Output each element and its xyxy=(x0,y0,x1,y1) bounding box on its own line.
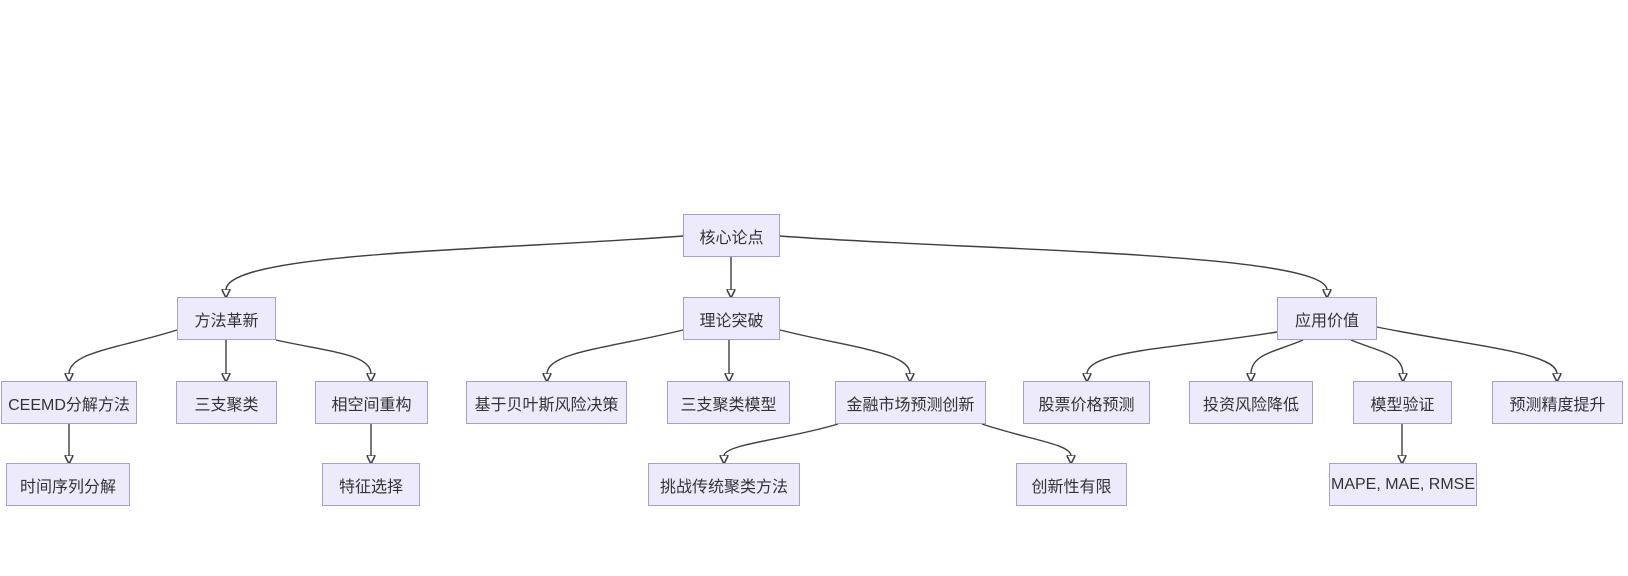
node-ceemd-decomposition-method: CEEMD分解方法 xyxy=(1,381,137,424)
node-three-way-clustering-model: 三支聚类模型 xyxy=(667,381,790,424)
edge-method-to-phase xyxy=(275,339,371,374)
node-three-way-clustering: 三支聚类 xyxy=(176,381,277,424)
edge-application-to-precision xyxy=(1376,326,1557,374)
node-feature-selection: 特征选择 xyxy=(322,463,420,506)
edge-theory-to-bayes xyxy=(547,329,684,374)
edge-application-to-risk xyxy=(1251,339,1304,374)
node-prediction-accuracy-improvement: 预测精度提升 xyxy=(1492,381,1623,424)
node-financial-market-forecast-innovation: 金融市场预测创新 xyxy=(835,381,986,424)
node-application-value: 应用价值 xyxy=(1277,297,1377,340)
edge-application-to-validation xyxy=(1350,339,1403,374)
node-limited-innovation: 创新性有限 xyxy=(1016,463,1127,506)
edge-root-to-method xyxy=(226,235,684,290)
node-mape-mae-rmse-metrics: MAPE, MAE, RMSE xyxy=(1329,463,1477,506)
node-model-validation: 模型验证 xyxy=(1353,381,1452,424)
node-bayesian-risk-decision: 基于贝叶斯风险决策 xyxy=(466,381,627,424)
node-time-series-decomposition: 时间序列分解 xyxy=(6,463,130,506)
node-theory-breakthrough: 理论突破 xyxy=(683,297,780,340)
node-stock-price-prediction: 股票价格预测 xyxy=(1023,381,1150,424)
edge-application-to-stock xyxy=(1087,331,1278,374)
node-challenge-traditional-clustering: 挑战传统聚类方法 xyxy=(648,463,800,506)
node-phase-space-reconstruction: 相空间重构 xyxy=(315,381,428,424)
edge-finance-to-limited xyxy=(981,423,1071,456)
edge-theory-to-finance xyxy=(779,329,910,374)
node-core-thesis: 核心论点 xyxy=(683,214,780,257)
edge-finance-to-challenge xyxy=(724,423,839,456)
edge-method-to-ceemd xyxy=(69,329,178,374)
node-method-innovation: 方法革新 xyxy=(177,297,276,340)
edge-root-to-application xyxy=(779,235,1327,290)
node-investment-risk-reduction: 投资风险降低 xyxy=(1189,381,1313,424)
